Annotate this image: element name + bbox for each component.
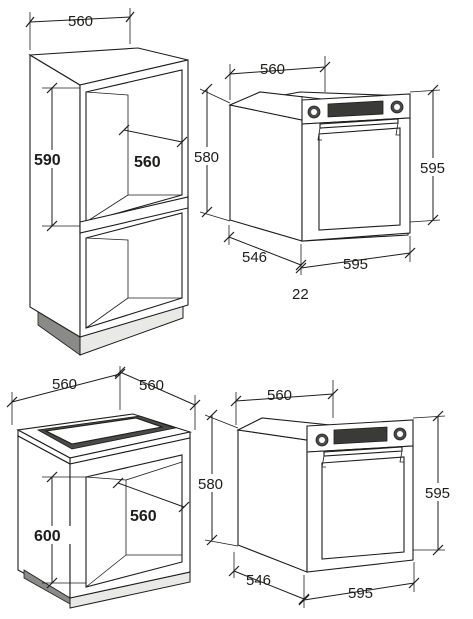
oven-top-door-glass — [318, 127, 401, 231]
dim-oven-bottom-front-height-label: 595 — [425, 485, 450, 502]
dim-cabinet-niche-height: 590 — [32, 82, 80, 232]
dim-cabinet-niche-depth-label: 560 — [134, 154, 161, 171]
dim-oven-top-front-height-label: 595 — [420, 160, 445, 177]
oven-bottom — [236, 417, 414, 573]
dim-under-top-width-label: 560 — [52, 376, 77, 393]
oven-top — [228, 91, 411, 242]
dim-oven-bottom-front-height: 595 — [412, 410, 457, 556]
dim-oven-bottom-depth-label: 546 — [246, 572, 271, 589]
tall-cabinet — [28, 47, 189, 356]
dim-oven-top-width: 560 — [224, 56, 331, 100]
dim-oven-top-front-width: 595 — [295, 236, 416, 275]
dim-under-niche-height: 600 — [32, 471, 86, 589]
oven-bottom-door-glass — [321, 456, 405, 560]
under-counter-cabinet — [16, 413, 193, 609]
dim-oven-top-width-label: 560 — [260, 61, 285, 78]
dim-oven-top-fascia-label: 22 — [292, 286, 309, 303]
cabinet-upper-niche-back — [85, 91, 129, 195]
dim-oven-bottom-front-width-label: 595 — [348, 585, 373, 602]
dim-under-niche-height-label: 600 — [34, 528, 61, 545]
dim-oven-top-body-height: 580 — [192, 83, 231, 222]
dim-under-niche-depth-label: 560 — [130, 508, 157, 525]
dim-under-top-width: 560 — [6, 366, 126, 425]
dim-oven-bottom-body-height-label: 580 — [198, 476, 223, 493]
dim-cabinet-niche-depth: 560 — [118, 124, 188, 171]
oven-top-body-side — [229, 104, 303, 242]
dim-oven-bottom-width: 560 — [230, 380, 339, 425]
dim-oven-top-depth-label: 546 — [242, 249, 267, 266]
dim-under-top-depth: 560 — [114, 366, 201, 430]
dim-oven-top-fascia: 22 — [292, 286, 309, 303]
dim-cabinet-top-width: 560 — [25, 8, 135, 50]
oven-bottom-body-side — [237, 429, 308, 573]
oven-bottom-display — [333, 426, 388, 445]
dim-under-top-depth-label: 560 — [139, 377, 164, 394]
dim-oven-top-body-height-label: 580 — [194, 149, 219, 166]
dim-under-niche-depth: 560 — [112, 477, 190, 525]
cabinet-side-panel — [29, 54, 81, 338]
cabinet-lower-niche-floor — [85, 297, 129, 329]
hob-surface — [44, 417, 165, 445]
oven-top-display — [327, 100, 384, 118]
cabinet-shelf — [79, 196, 189, 234]
dim-cabinet-niche-height-label: 590 — [34, 152, 61, 169]
dim-oven-bottom-front-width: 595 — [298, 562, 420, 608]
dim-oven-bottom-width-label: 560 — [267, 387, 292, 404]
cabinet-lower-niche-back — [85, 237, 129, 298]
dim-oven-bottom-body-height: 580 — [196, 409, 239, 547]
dim-oven-top-front-height: 595 — [409, 84, 452, 226]
dim-oven-top-depth: 546 — [223, 225, 307, 271]
cabinet-upper-niche-floor — [85, 194, 129, 223]
dim-cabinet-top-width-label: 560 — [68, 13, 93, 30]
dim-oven-top-front-width-label: 595 — [343, 256, 368, 273]
